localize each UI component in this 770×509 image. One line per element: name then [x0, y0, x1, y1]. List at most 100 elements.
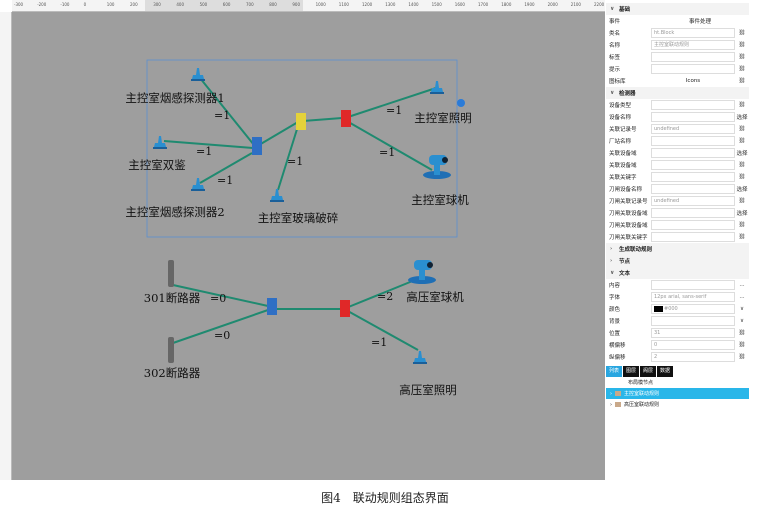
resize-handle[interactable]	[457, 99, 465, 107]
property-input[interactable]	[651, 220, 735, 230]
property-action-button[interactable]: 选择	[736, 151, 748, 157]
property-row: 字体 12px arial, sans-serif...	[606, 291, 749, 303]
chevron-right-icon: ›	[610, 258, 613, 264]
property-input[interactable]	[651, 112, 735, 122]
ruler-tick: 1600	[454, 2, 465, 7]
chevron-right-icon[interactable]: ›	[610, 390, 612, 397]
link-icon[interactable]: ⛓	[738, 354, 746, 360]
ruler-tick: 900	[292, 2, 301, 7]
property-input[interactable]: ht.Block	[651, 28, 735, 38]
property-input[interactable]	[651, 136, 735, 146]
link-icon[interactable]: ⛓	[738, 342, 746, 348]
input-value: 12px arial, sans-serif	[654, 294, 707, 300]
smoke-detector-icon[interactable]	[191, 68, 205, 81]
logic-block-and[interactable]	[252, 137, 262, 155]
breaker-302-icon[interactable]	[168, 337, 174, 363]
property-label: 厂站名称	[609, 139, 632, 145]
property-row: 标签⛓	[606, 51, 749, 63]
property-input[interactable]: undefined	[651, 196, 735, 206]
logic-block-output[interactable]	[341, 110, 351, 127]
link-condition: =1	[386, 104, 402, 117]
property-action-button[interactable]: 选择	[736, 115, 748, 121]
tree-item[interactable]: 布局模节点	[628, 380, 654, 386]
tree-item[interactable]: ›主控室联动规则	[606, 388, 749, 399]
logic-block-bottom-output[interactable]	[340, 300, 350, 317]
property-input[interactable]	[651, 184, 735, 194]
property-input[interactable]	[651, 148, 735, 158]
property-input[interactable]	[651, 280, 735, 290]
light-icon[interactable]	[430, 81, 444, 94]
property-input[interactable]	[651, 208, 735, 218]
logic-block-or[interactable]	[296, 113, 306, 130]
property-input[interactable]: #000	[651, 304, 735, 314]
tab-3[interactable]: 数据	[657, 366, 674, 377]
property-row: 纵偏移 2⛓	[606, 351, 749, 363]
dual-detector-icon[interactable]	[153, 136, 167, 149]
panel-tabs: 列表图层阁层数据	[606, 366, 749, 377]
link-icon[interactable]: ⛓	[738, 222, 746, 228]
property-input[interactable]	[651, 172, 735, 182]
property-action-button[interactable]: ∨	[739, 318, 745, 324]
property-input[interactable]: 2	[651, 352, 735, 362]
glass-break-icon[interactable]	[270, 189, 284, 202]
property-input[interactable]	[651, 160, 735, 170]
color-swatch[interactable]	[654, 305, 663, 312]
tab-1[interactable]: 图层	[623, 366, 640, 377]
tab-2[interactable]: 阁层	[640, 366, 657, 377]
link-icon[interactable]: ⛓	[738, 66, 746, 72]
link-icon[interactable]: ⛓	[738, 30, 746, 36]
property-input[interactable]: 0	[651, 340, 735, 350]
link-icon[interactable]: ⛓	[738, 174, 746, 180]
tree-item[interactable]: ›高压室联动规则	[606, 399, 749, 410]
smoke-detector-icon[interactable]	[191, 178, 205, 191]
section-header[interactable]: ∨检测器	[606, 87, 749, 99]
link-icon[interactable]: ⛓	[738, 162, 746, 168]
link-icon[interactable]: ⛓	[738, 198, 746, 204]
property-label: 字体	[609, 295, 621, 301]
link-icon[interactable]: ⛓	[738, 126, 746, 132]
property-input[interactable]: 主控室联动规则	[651, 40, 735, 50]
section-header[interactable]: ›生成联动规则	[606, 243, 749, 255]
property-label: 背景	[609, 319, 621, 325]
link-condition: =0	[210, 292, 226, 305]
property-input[interactable]	[651, 52, 735, 62]
property-input[interactable]	[651, 232, 735, 242]
chevron-right-icon[interactable]: ›	[610, 401, 612, 408]
figure-caption: 图4 联动规则组态界面	[321, 491, 449, 505]
breaker-301-icon[interactable]	[168, 260, 174, 287]
ruler-tick: 1800	[501, 2, 512, 7]
property-action-button[interactable]: 选择	[736, 211, 748, 217]
link-icon[interactable]: ⛓	[738, 234, 746, 240]
link-icon[interactable]: ⛓	[738, 102, 746, 108]
camera-icon[interactable]	[408, 260, 436, 284]
property-label: 纵偏移	[609, 355, 626, 361]
property-input[interactable]	[651, 100, 735, 110]
section-header[interactable]: ›节点	[606, 255, 749, 267]
property-action-button[interactable]: ...	[739, 294, 745, 300]
link-condition: =1	[217, 174, 233, 187]
property-action-button[interactable]: 选择	[736, 187, 748, 193]
linkage-diagram[interactable]: 主控室烟感探测器1 主控室双鉴 主控室烟感探测器2 主控室玻璃破碎 主控室照明 …	[12, 12, 605, 480]
diagram-canvas[interactable]: 主控室烟感探测器1 主控室双鉴 主控室烟感探测器2 主控室玻璃破碎 主控室照明 …	[12, 12, 605, 480]
ruler-tick: 1900	[524, 2, 535, 7]
ruler-tick: 300	[153, 2, 161, 7]
link-icon[interactable]: ⛓	[738, 78, 746, 84]
property-action-button[interactable]: ...	[739, 282, 745, 288]
property-input[interactable]	[651, 316, 735, 326]
logic-block-bottom[interactable]	[267, 298, 277, 315]
property-input[interactable]: undefined	[651, 124, 735, 134]
property-input[interactable]: 31	[651, 328, 735, 338]
input-value: undefined	[654, 198, 680, 204]
property-input[interactable]: 12px arial, sans-serif	[651, 292, 735, 302]
light-icon[interactable]	[413, 351, 427, 364]
link-icon[interactable]: ⛓	[738, 330, 746, 336]
property-action-button[interactable]: ∨	[739, 306, 745, 312]
ruler-tick: 2100	[570, 2, 581, 7]
section-header[interactable]: ∨基础	[606, 3, 749, 15]
section-header[interactable]: ∨文本	[606, 267, 749, 279]
link-icon[interactable]: ⛓	[738, 138, 746, 144]
tab-0[interactable]: 列表	[606, 366, 623, 377]
link-icon[interactable]: ⛓	[738, 54, 746, 60]
link-icon[interactable]: ⛓	[738, 42, 746, 48]
property-input[interactable]	[651, 64, 735, 74]
